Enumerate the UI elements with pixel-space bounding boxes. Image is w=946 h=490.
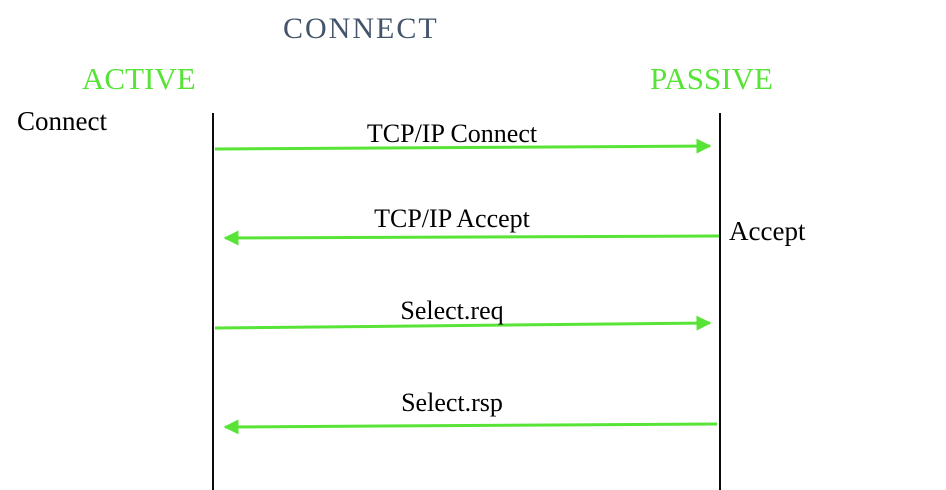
arrow-select-rsp — [223, 419, 718, 435]
annotation-accept: Accept — [729, 216, 806, 246]
actor-label-active: ACTIVE — [82, 61, 196, 96]
diagram-title: CONNECT — [283, 12, 439, 45]
arrow-select-req — [214, 315, 712, 331]
actor-label-passive: PASSIVE — [650, 61, 773, 96]
message-label-select-req: Select.req — [400, 296, 504, 325]
arrow-tcpip-accept — [223, 230, 720, 246]
message-label-tcpip-connect: TCP/IP Connect — [366, 119, 538, 148]
message-label-select-rsp: Select.rsp — [401, 388, 503, 417]
message-label-tcpip-accept: TCP/IP Accept — [374, 204, 530, 233]
annotation-connect: Connect — [17, 106, 107, 136]
arrow-tcpip-connect — [214, 138, 712, 154]
